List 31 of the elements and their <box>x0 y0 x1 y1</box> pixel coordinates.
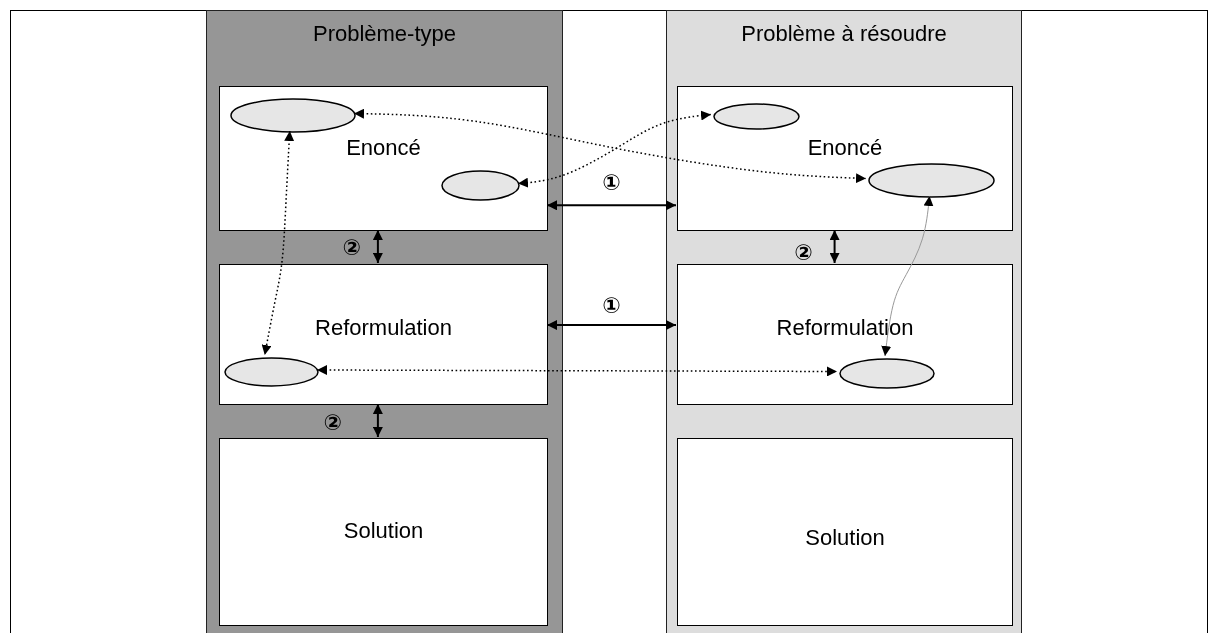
section-box <box>677 86 1013 231</box>
edge-label: ② <box>342 235 362 260</box>
arrow <box>546 200 677 211</box>
section-label: Solution <box>805 525 885 550</box>
arrow <box>829 229 840 264</box>
edge-label: ② <box>323 410 343 435</box>
arrow <box>546 320 677 331</box>
arrow <box>881 195 934 357</box>
section-box <box>677 264 1013 405</box>
section-label: Reformulation <box>776 315 914 340</box>
section-label: Reformulation <box>315 315 452 340</box>
section-label: Enoncé <box>807 135 883 160</box>
dotted-arrow <box>517 110 712 188</box>
column-heading: Problème à résoudre <box>741 21 947 46</box>
section-box <box>219 264 548 405</box>
dotted-arrow <box>316 365 838 377</box>
column-panel <box>206 10 563 633</box>
section-label: Solution <box>343 518 424 543</box>
section-box <box>677 438 1013 626</box>
section-box <box>219 438 548 626</box>
section-label: Enoncé <box>346 135 421 160</box>
edge-label: ① <box>602 171 621 196</box>
dotted-arrow <box>353 108 867 184</box>
edge-label: ① <box>602 294 621 319</box>
column-heading: Problème-type <box>312 21 457 46</box>
dotted-arrow <box>261 130 295 356</box>
section-box <box>219 86 548 231</box>
arrow <box>372 403 383 438</box>
arrow <box>372 229 383 264</box>
edge-label: ② <box>794 240 813 265</box>
column-panel <box>666 10 1022 633</box>
